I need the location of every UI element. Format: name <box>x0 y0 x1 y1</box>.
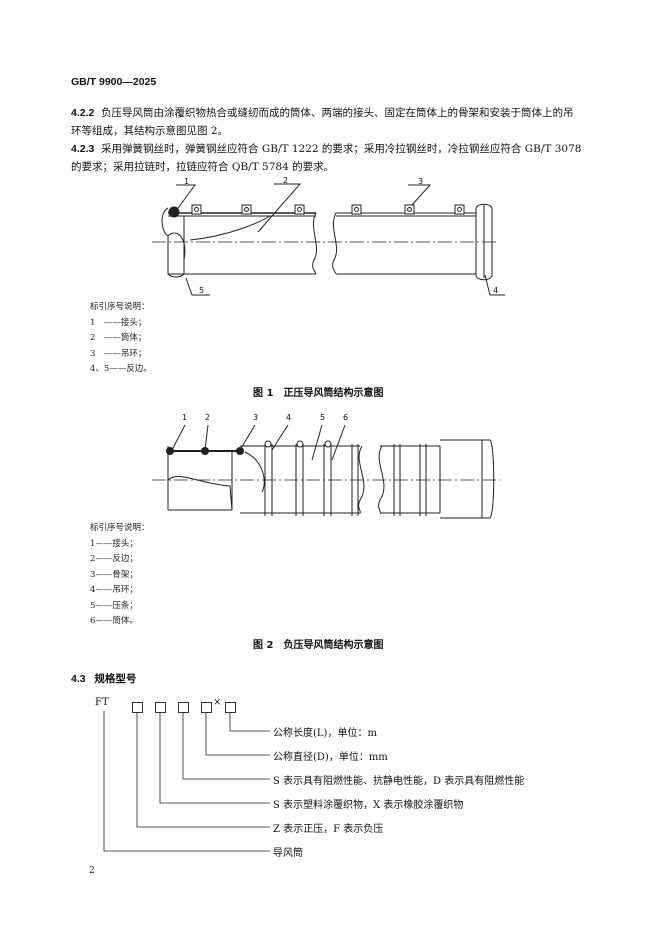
fig1-callout-2: 2 <box>283 176 288 185</box>
spec-box-4 <box>201 698 212 717</box>
fig2-callout-1: 1 <box>182 413 187 422</box>
spec-item-diameter: 公称直径(D)，单位：mm <box>273 752 388 763</box>
spec-item-pressure: Z 表示正压，F 表示负压 <box>273 824 384 835</box>
fig1-callout-5: 5 <box>199 286 204 295</box>
paragraph-4-2-3: 4.2.3 采用弹簧钢丝时，弹簧钢丝应符合 GB/T 1222 的要求；采用冷拉… <box>71 140 583 176</box>
legend-item: 5——压条； <box>90 600 138 611</box>
clause-number: 4.2.2 <box>71 107 95 119</box>
legend-item: 1——接头； <box>90 538 138 549</box>
fig2-callout-5: 5 <box>320 413 325 422</box>
spec-box-2 <box>155 698 166 717</box>
legend-item: 3——骨架； <box>90 569 138 580</box>
standard-code: GB/T 9900—2025 <box>71 76 157 88</box>
clause-text: 采用弹簧钢丝时，弹簧钢丝应符合 GB/T 1222 的要求；采用冷拉钢丝时，冷拉… <box>71 143 582 173</box>
figure-1-caption: 图 1 正压导风筒结构示意图 <box>253 388 384 399</box>
spec-box-5 <box>225 698 236 717</box>
figure-2-caption: 图 2 负压导风筒结构示意图 <box>253 640 384 651</box>
legend-item: 4——吊环； <box>90 585 138 595</box>
spec-item-length: 公称长度(L)，单位：m <box>273 728 377 739</box>
paragraph-4-2-2: 4.2.2 负压导风筒由涂覆织物热合或缝纫而成的筒体、两端的接头、固定在筒体上的… <box>71 104 583 140</box>
fig1-callout-1: 1 <box>184 177 189 186</box>
legend-item: 6——筒体。 <box>90 616 138 626</box>
legend-item: 3 ——吊环； <box>90 348 147 359</box>
spec-times: × <box>213 697 222 708</box>
section-4-3-heading: 4.3 规格型号 <box>71 671 136 686</box>
figure-1-legend: 标引序号说明： 1 ——接头； 2 ——筒体； 3 ——吊环； 4、5——反边。 <box>90 300 152 378</box>
legend-item: 1 ——接头； <box>90 317 147 328</box>
figure-2-drawing: 1 2 3 4 5 6 <box>152 413 500 519</box>
figure-1-drawing: 1 2 3 4 5 <box>152 176 505 296</box>
fig2-callout-4: 4 <box>286 413 291 422</box>
fig2-callout-2: 2 <box>205 413 210 422</box>
fig1-callout-4: 4 <box>493 286 498 295</box>
page-number: 2 <box>89 866 95 876</box>
spec-item-material: S 表示塑料涂覆织物，X 表示橡胶涂覆织物 <box>273 800 464 811</box>
figure-2-legend: 标引序号说明： 1——接头； 2——反边； 3——骨架； 4——吊环； 5——压… <box>90 521 150 630</box>
fig2-callout-6: 6 <box>343 413 348 422</box>
legend-item: 2——反边； <box>90 554 138 564</box>
spec-box-3 <box>178 698 189 717</box>
section-number: 4.3 <box>71 673 86 685</box>
legend-title: 标引序号说明： <box>90 302 150 312</box>
clause-number: 4.2.3 <box>71 143 95 155</box>
spec-box-1 <box>132 698 143 717</box>
fig1-callout-3: 3 <box>418 177 423 186</box>
legend-item: 4、5——反边。 <box>90 364 152 374</box>
spec-item-performance: S 表示具有阻燃性能、抗静电性能，D 表示具有阻燃性能 <box>273 776 525 787</box>
section-title: 规格型号 <box>94 673 137 685</box>
clause-text: 负压导风筒由涂覆织物热合或缝纫而成的筒体、两端的接头、固定在筒体上的骨架和安装于… <box>71 107 574 137</box>
spec-prefix: FT <box>95 697 109 708</box>
spec-item-type: 导风筒 <box>273 848 303 859</box>
fig2-callout-3: 3 <box>253 413 258 422</box>
legend-title: 标引序号说明： <box>90 523 150 533</box>
legend-item: 2 ——筒体； <box>90 333 147 343</box>
